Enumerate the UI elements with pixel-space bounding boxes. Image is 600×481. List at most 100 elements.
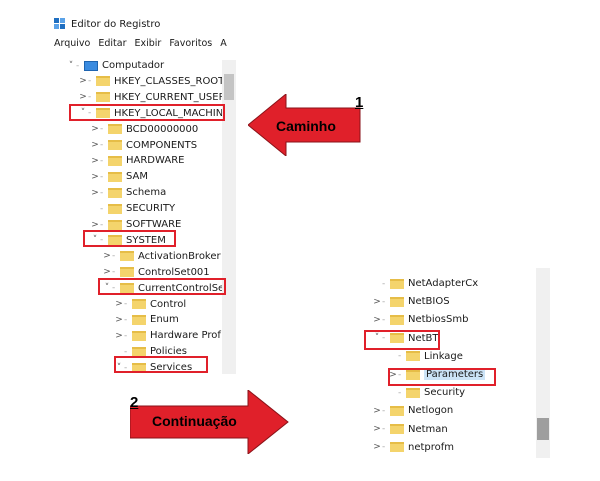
tree-node[interactable]: -NetAdapterCx <box>372 276 478 291</box>
chevron-right-icon[interactable]: > <box>389 369 397 380</box>
tree-node[interactable]: >-Enum <box>114 312 179 327</box>
chevron-right-icon[interactable]: > <box>373 296 381 307</box>
tree-node[interactable]: >-HARDWARE <box>90 153 184 168</box>
tree-node[interactable]: >-COMPONENTS <box>90 138 197 153</box>
tree-node-label: Linkage <box>424 350 463 362</box>
tree-connector: - <box>382 442 386 453</box>
computer-icon <box>84 60 98 71</box>
chevron-right-icon[interactable]: > <box>373 314 381 325</box>
folder-icon <box>406 351 420 362</box>
tree-node-label: SYSTEM <box>126 234 166 246</box>
tree-node[interactable]: >-HKEY_CURRENT_USER <box>78 90 225 105</box>
tree-node-label: ControlSet001 <box>138 266 210 278</box>
chevron-right-icon[interactable]: > <box>115 330 123 341</box>
tree-node[interactable]: -Security <box>388 385 465 400</box>
folder-icon <box>108 219 122 230</box>
menu-item-1[interactable]: Editar <box>98 38 127 49</box>
window-title: Editor do Registro <box>71 18 161 30</box>
folder-icon <box>132 362 146 373</box>
folder-icon <box>120 267 134 278</box>
menu-item-2[interactable]: Exibir <box>134 38 162 49</box>
tree-node[interactable]: >-BCD00000000 <box>90 122 198 137</box>
vertical-scrollbar[interactable] <box>222 60 236 374</box>
tree-connector: - <box>382 314 386 325</box>
folder-icon <box>390 296 404 307</box>
tree-node-label: Security <box>424 387 466 399</box>
chevron-right-icon[interactable]: > <box>91 187 99 198</box>
tree-node[interactable]: >- Netman <box>372 422 448 437</box>
tree-node[interactable]: >-Hardware Prof <box>114 328 221 343</box>
tree-connector: - <box>100 219 104 230</box>
chevron-right-icon[interactable]: > <box>373 442 381 453</box>
tree-connector: - <box>100 155 104 166</box>
tree-node[interactable]: -Linkage <box>388 349 463 364</box>
tree-node[interactable]: -SECURITY <box>90 201 175 216</box>
chevron-down-icon[interactable]: ˅ <box>116 362 122 373</box>
tree-node[interactable]: - Policies <box>114 344 187 359</box>
chevron-right-icon[interactable]: > <box>79 92 87 103</box>
tree-connector: - <box>124 362 128 373</box>
scroll-thumb[interactable] <box>224 74 234 100</box>
tree-node[interactable]: >-HKEY_CLASSES_ROOT <box>78 74 224 89</box>
tree-node[interactable]: ˅-Services <box>114 360 192 374</box>
tree-connector: - <box>124 346 128 357</box>
tree-node-label: HKEY_LOCAL_MACHINE <box>114 107 230 119</box>
chevron-right-icon[interactable]: > <box>91 155 99 166</box>
chevron-down-icon[interactable]: ˅ <box>68 60 74 71</box>
tree-node[interactable]: >-Control <box>114 297 186 312</box>
tree-node[interactable]: >-NetBIOS <box>372 294 449 309</box>
tree-node[interactable]: >-SAM <box>90 169 148 184</box>
tree-node-label: Netlogon <box>408 405 454 417</box>
tree-connector: - <box>382 296 386 307</box>
tree-node[interactable]: ˅-Computador <box>66 58 164 73</box>
tree-connector: - <box>398 369 402 380</box>
tree-node-label: NetBT <box>408 332 439 344</box>
menu-item-4[interactable]: A <box>220 38 227 49</box>
tree-node[interactable]: >-SOFTWARE <box>90 217 181 232</box>
chevron-down-icon[interactable]: ˅ <box>374 333 380 344</box>
folder-icon <box>108 235 122 246</box>
tree-node-label: Computador <box>102 60 165 71</box>
chevron-right-icon[interactable]: > <box>103 267 111 278</box>
chevron-down-icon[interactable]: ˅ <box>92 235 98 246</box>
tree-node[interactable]: >-Schema <box>90 185 166 200</box>
tree-node-label: Hardware Prof <box>150 330 221 342</box>
chevron-right-icon[interactable]: > <box>373 405 381 416</box>
chevron-down-icon[interactable]: ˅ <box>80 108 86 119</box>
tree-node[interactable]: ˅-NetBT <box>372 331 439 346</box>
chevron-down-icon[interactable]: ˅ <box>104 283 110 294</box>
menu-item-3[interactable]: Favoritos <box>169 38 213 49</box>
tree-node[interactable]: ˅-HKEY_LOCAL_MACHINE <box>78 106 230 121</box>
folder-icon <box>108 203 122 214</box>
tree-node-label: Netman <box>408 423 448 435</box>
scroll-thumb-right[interactable] <box>537 418 549 440</box>
step-number-1: 1 <box>355 94 364 111</box>
tree-node[interactable]: >-Parameters <box>388 367 486 382</box>
chevron-right-icon[interactable]: > <box>373 424 381 435</box>
chevron-right-icon[interactable]: > <box>115 314 123 325</box>
chevron-right-icon[interactable]: > <box>91 140 99 150</box>
tree-node[interactable]: >-Netlogon <box>372 403 453 418</box>
chevron-right-icon[interactable]: > <box>103 251 111 262</box>
vertical-scrollbar-right[interactable] <box>536 268 550 458</box>
tree-node-label: Policies <box>150 346 187 358</box>
tree-node[interactable]: >- NetbiosSmb <box>372 312 468 327</box>
folder-icon <box>96 92 110 103</box>
tree-connector: - <box>112 283 116 294</box>
tree-node[interactable]: >-ActivationBroker <box>102 249 220 264</box>
tree-connector: - <box>382 424 386 435</box>
chevron-right-icon[interactable]: > <box>91 171 99 182</box>
tree-node-label: NetbiosSmb <box>408 314 469 326</box>
tree-connector: - <box>100 235 104 246</box>
menu-item-0[interactable]: Arquivo <box>54 38 91 49</box>
tree-node[interactable]: >-netprofm <box>372 440 454 455</box>
chevron-right-icon[interactable]: > <box>91 219 99 230</box>
chevron-right-icon[interactable]: > <box>115 299 123 309</box>
tree-node[interactable]: >-ControlSet001 <box>102 265 210 280</box>
highlight-system <box>83 230 176 247</box>
continuacao-arrow-icon <box>130 390 289 454</box>
chevron-right-icon[interactable]: > <box>91 124 99 135</box>
tree-node[interactable]: ˅-CurrentControlSet <box>102 281 228 296</box>
tree-node[interactable]: ˅- SYSTEM <box>90 233 166 248</box>
chevron-right-icon[interactable]: > <box>79 76 87 87</box>
